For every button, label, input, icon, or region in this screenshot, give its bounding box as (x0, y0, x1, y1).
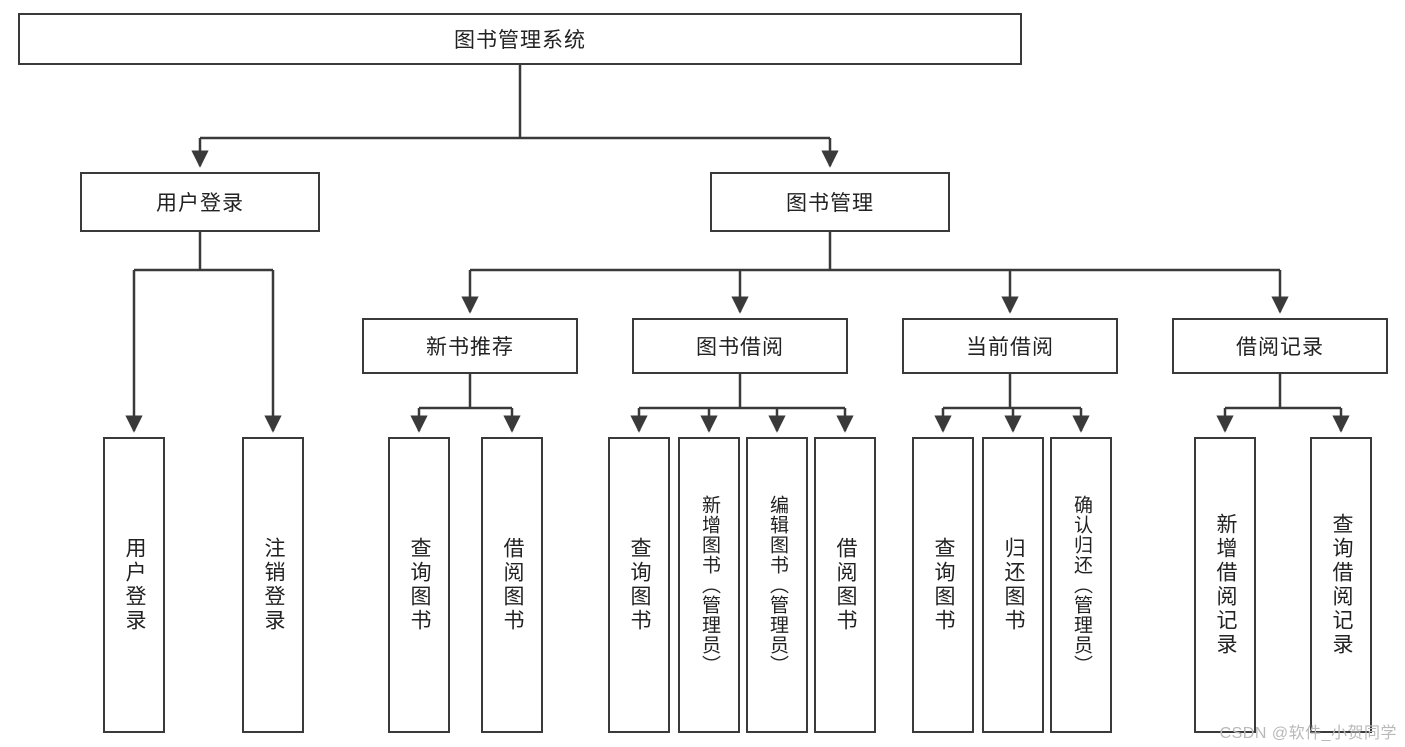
leaf-label: 注销登录 (262, 537, 286, 633)
leaf-label: 查询图书 (628, 537, 652, 633)
node-root[interactable]: 图书管理系统 (18, 13, 1022, 65)
leaf-label: 借阅图书 (501, 537, 525, 633)
leaf-node[interactable]: 新增借阅记录 (1194, 437, 1256, 733)
leaf-label: 新增图书（管理员） (698, 495, 720, 675)
leaf-label: 用户登录 (123, 537, 147, 633)
node-new-book-recommend-label: 新书推荐 (426, 336, 514, 359)
leaf-label: 新增借阅记录 (1214, 513, 1238, 657)
leaf-label: 查询借阅记录 (1330, 513, 1354, 657)
node-borrow-record[interactable]: 借阅记录 (1172, 318, 1388, 374)
node-current-borrow-label: 当前借阅 (966, 336, 1054, 359)
node-borrow-record-label: 借阅记录 (1236, 336, 1324, 359)
csdn-watermark: CSDN @软件_小贺同学 (1219, 725, 1397, 742)
node-book-management-label: 图书管理 (786, 192, 874, 215)
node-book-borrow[interactable]: 图书借阅 (632, 318, 848, 374)
node-user-login-label: 用户登录 (156, 192, 244, 215)
leaf-node[interactable]: 查询借阅记录 (1310, 437, 1372, 733)
node-new-book-recommend[interactable]: 新书推荐 (362, 318, 578, 374)
leaf-label: 查询图书 (408, 537, 432, 633)
leaf-node[interactable]: 借阅图书 (814, 437, 876, 733)
node-book-management[interactable]: 图书管理 (710, 172, 950, 232)
leaf-label: 查询图书 (932, 537, 956, 633)
leaf-node[interactable]: 用户登录 (103, 437, 165, 733)
leaf-node[interactable]: 编辑图书（管理员） (746, 437, 808, 733)
leaf-node[interactable]: 查询图书 (388, 437, 450, 733)
leaf-label: 借阅图书 (834, 537, 858, 633)
leaf-node[interactable]: 归还图书 (982, 437, 1044, 733)
leaf-label: 确认归还（管理员） (1070, 495, 1092, 675)
node-current-borrow[interactable]: 当前借阅 (902, 318, 1118, 374)
node-user-login[interactable]: 用户登录 (80, 172, 320, 232)
leaf-node[interactable]: 查询图书 (912, 437, 974, 733)
leaf-label: 编辑图书（管理员） (766, 495, 788, 675)
leaf-node[interactable]: 借阅图书 (481, 437, 543, 733)
node-root-label: 图书管理系统 (454, 29, 586, 52)
leaf-node[interactable]: 新增图书（管理员） (678, 437, 740, 733)
leaf-node[interactable]: 注销登录 (242, 437, 304, 733)
leaf-label: 归还图书 (1002, 537, 1026, 633)
leaf-node[interactable]: 确认归还（管理员） (1050, 437, 1112, 733)
node-book-borrow-label: 图书借阅 (696, 336, 784, 359)
leaf-node[interactable]: 查询图书 (608, 437, 670, 733)
